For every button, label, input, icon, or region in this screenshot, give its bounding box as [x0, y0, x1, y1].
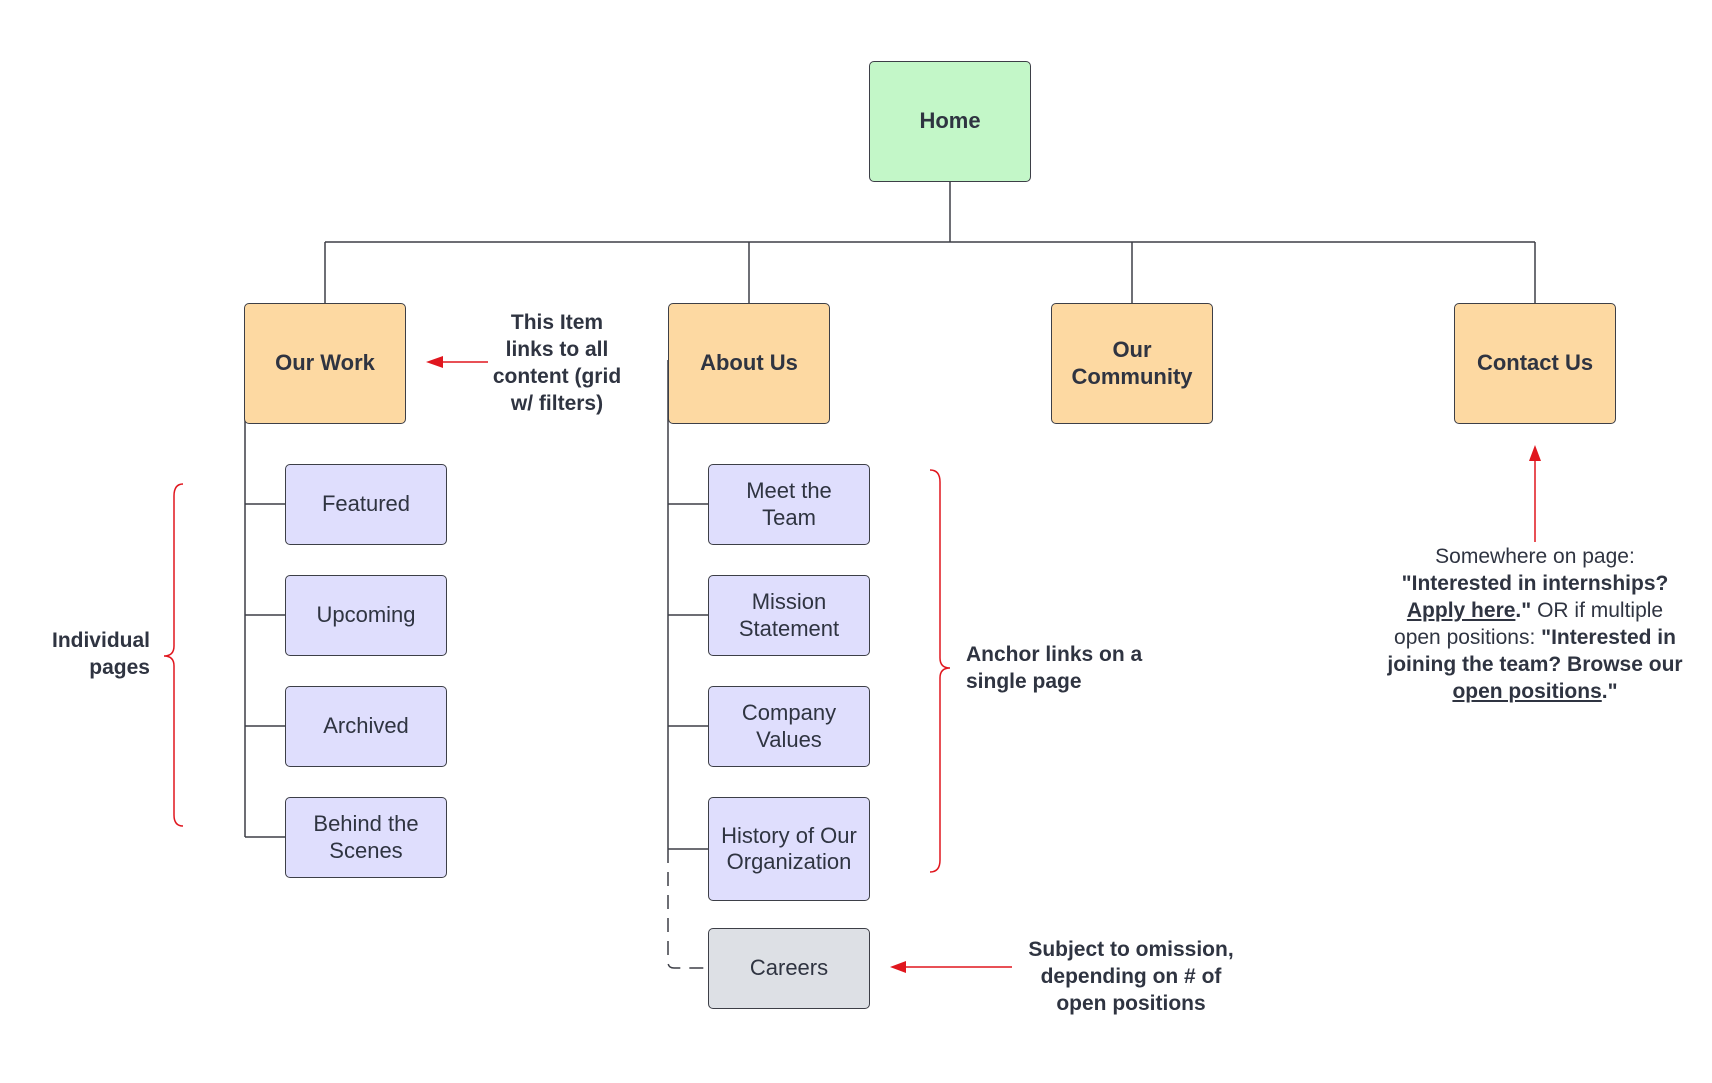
node-home: Home — [869, 61, 1031, 182]
annotation-contact: Somewhere on page: "Interested in intern… — [1384, 543, 1686, 705]
node-meet-the-team: Meet the Team — [708, 464, 870, 545]
contact-note-q2-end: ." — [1601, 680, 1618, 703]
contact-note-q1-end: ." — [1515, 599, 1532, 622]
annotation-our-work: This Item links to all content (grid w/ … — [492, 311, 622, 415]
node-careers: Careers — [708, 928, 870, 1009]
apply-here-link[interactable]: Apply here — [1406, 599, 1516, 622]
node-our-community: Our Community — [1051, 303, 1213, 424]
contact-note-or: OR if multiple open positions: — [1394, 599, 1664, 649]
node-contact-us: Contact Us — [1454, 303, 1616, 424]
node-our-work: Our Work — [244, 303, 406, 424]
node-history: History of Our Organization — [708, 797, 870, 901]
node-company-values: Company Values — [708, 686, 870, 767]
annotation-anchor-links: Anchor links on a single page — [966, 643, 1143, 693]
annotation-individual-pages: Individual pages — [51, 629, 150, 679]
node-behind-the-scenes: Behind the Scenes — [285, 797, 447, 878]
open-positions-link[interactable]: open positions — [1452, 680, 1602, 703]
node-featured: Featured — [285, 464, 447, 545]
node-about-us: About Us — [668, 303, 830, 424]
node-upcoming: Upcoming — [285, 575, 447, 656]
annotation-careers: Subject to omission, depending on # of o… — [1028, 938, 1234, 1015]
contact-note-q1: "Interested in internships? — [1401, 572, 1669, 595]
contact-note-q2: "Interested in joining the team? Browse … — [1387, 626, 1683, 676]
node-mission-statement: Mission Statement — [708, 575, 870, 656]
node-archived: Archived — [285, 686, 447, 767]
contact-note-line1: Somewhere on page: — [1435, 545, 1635, 568]
